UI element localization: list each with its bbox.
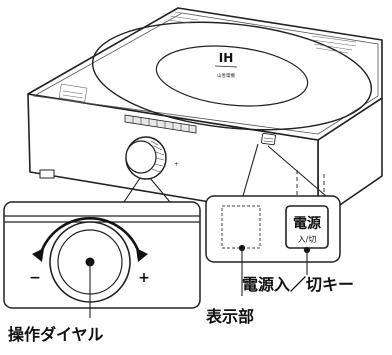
dial-minus-mark: − <box>29 270 41 286</box>
cooktop: IH 山善電機 <box>27 7 383 224</box>
glass-notice-label <box>58 83 88 103</box>
rotation-arrow-head-left <box>32 248 44 262</box>
label-display: 表示部 <box>205 307 254 326</box>
heating-zone-inner <box>155 45 309 107</box>
cooktop-foot <box>39 169 55 179</box>
dial-plus-mark: + <box>138 270 150 286</box>
dial-plus-mark-small: + <box>174 161 179 168</box>
maker-mark: 山善電機 <box>217 72 235 79</box>
label-power-key: 電源入／切キー <box>242 275 354 294</box>
power-key-mark: 電源 <box>293 215 321 232</box>
power-key[interactable]: 電源 入/切 <box>285 205 329 249</box>
display-callout-box: 電源 入/切 <box>205 195 341 263</box>
dial-callout-box: − + <box>3 201 201 309</box>
ih-logo: IH <box>219 51 234 65</box>
glass-warning-label-left <box>167 11 201 24</box>
heating-zone-outer <box>91 21 373 131</box>
label-dial: 操作ダイヤル <box>8 325 104 344</box>
control-panel-strip <box>124 114 197 134</box>
leader-lines <box>123 143 327 203</box>
control-dial-on-body[interactable]: + <box>125 136 179 180</box>
cooktop-top-bevel <box>32 12 379 135</box>
glass-warning-label-right <box>311 35 357 54</box>
power-key-on-body[interactable] <box>261 132 276 146</box>
rotation-arrow-arc <box>38 217 142 257</box>
label-pointers <box>89 244 311 318</box>
power-key-sub: 入/切 <box>298 235 317 244</box>
ih-logo-underline <box>214 65 238 68</box>
rotation-arrow-head-right <box>136 248 148 262</box>
